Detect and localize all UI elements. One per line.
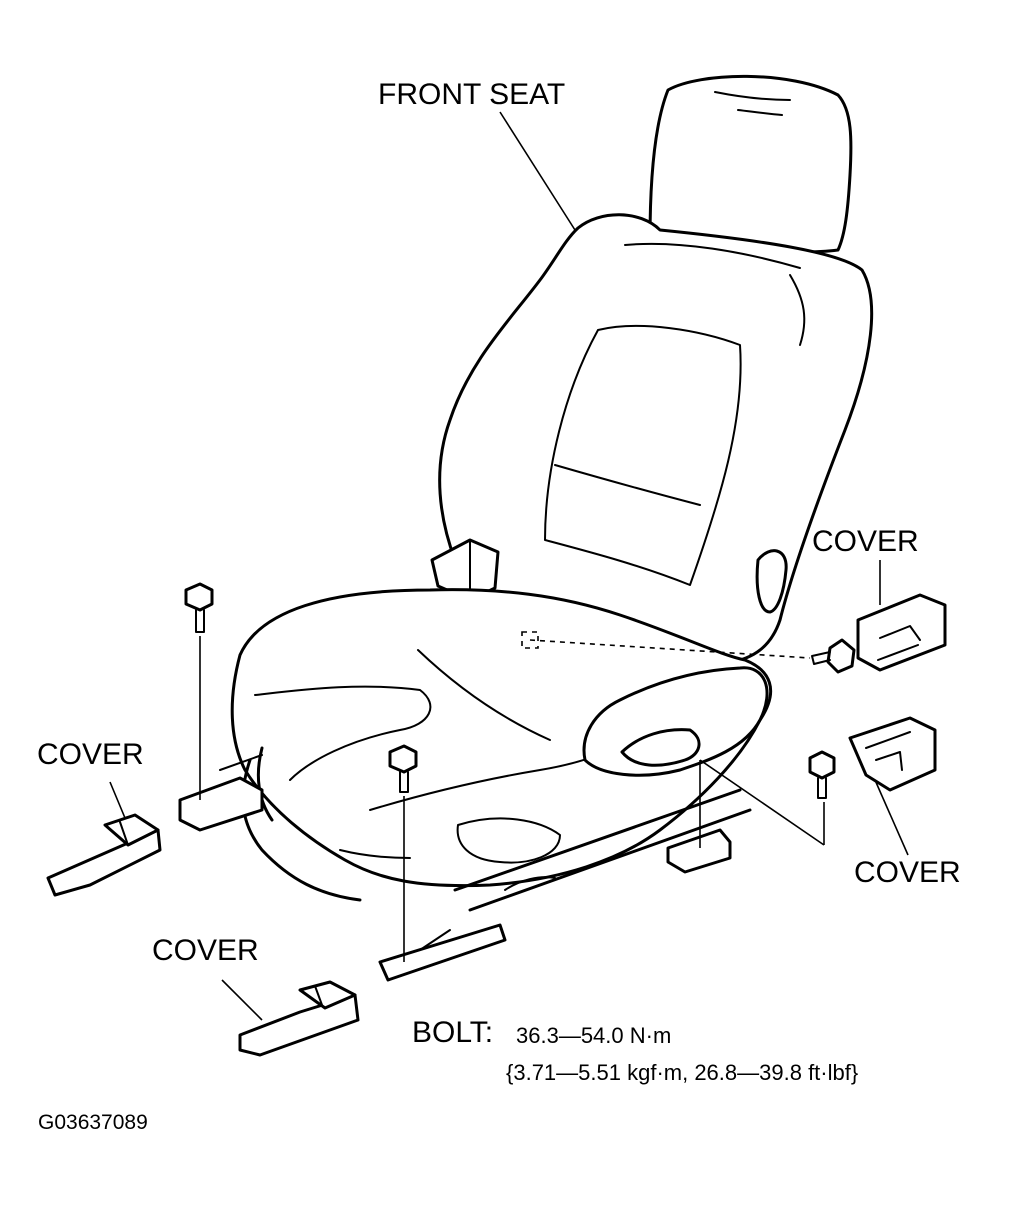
cover-right-label: COVER <box>854 856 961 889</box>
headrest <box>648 74 853 254</box>
front-seat-label: FRONT SEAT <box>378 78 566 111</box>
cover-upper-right-part <box>856 593 947 672</box>
bolt-left <box>184 582 214 800</box>
cover-upper-right-label: COVER <box>812 525 919 558</box>
bolt-right <box>808 750 836 845</box>
bolt-side <box>811 638 856 674</box>
bolt-label: BOLT: <box>412 1016 494 1049</box>
bolt-torque-nm: 36.3—54.0 N·m <box>516 1023 672 1048</box>
bolt-center <box>388 744 418 962</box>
bolt-torque-other-units: {3.71—5.51 kgf·m, 26.8—39.8 ft·lbf} <box>506 1060 859 1085</box>
side-shield <box>582 666 769 777</box>
cover-bottom-part <box>238 980 360 1057</box>
cover-left-label: COVER <box>37 738 144 771</box>
figure-code: G03637089 <box>38 1111 148 1134</box>
cover-right-part <box>848 716 937 792</box>
seat-cushion <box>230 588 773 888</box>
cover-bottom-label: COVER <box>152 934 259 967</box>
cover-left-part <box>46 813 162 897</box>
leader-lines <box>109 111 909 1021</box>
seat-rails <box>178 746 752 982</box>
